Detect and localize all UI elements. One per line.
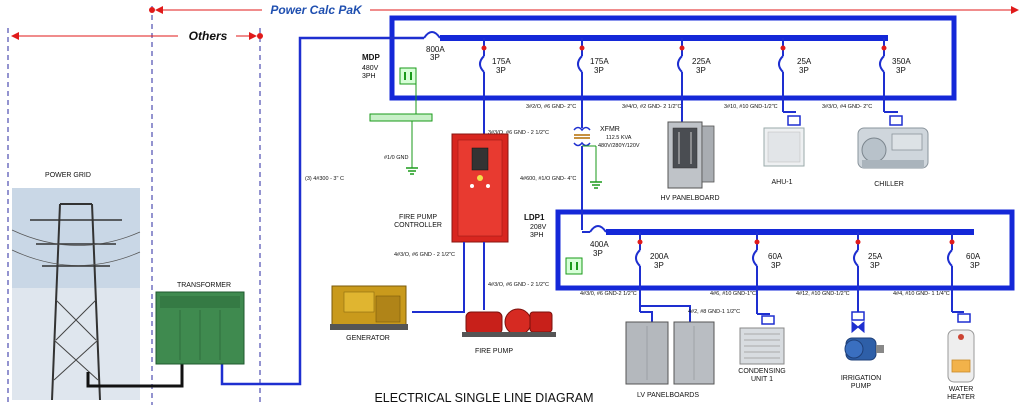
ldp1-breaker-4[interactable] [947,232,971,323]
ldp1-breaker-2-cable: 4#6, #10 GND-1"C [710,291,756,297]
ldp1-main-breaker[interactable] [589,225,607,233]
ahu-image[interactable] [763,127,805,167]
mdp-breaker-2[interactable] [577,38,585,128]
ldp1-breaker-2-poles: 3P [771,261,781,270]
mdp-breaker-2-cable: 3#2/O, #6 GND- 2"C [526,104,576,110]
mdp-breaker-3-poles: 3P [696,66,706,75]
mdp-phase: 3PH [362,73,376,80]
service-cable [220,36,424,386]
mdp-breaker-3-cable: 3#4/O, #2 GND- 2 1/2"C [622,104,681,110]
xfmr-name: XFMR [600,126,620,133]
irrigation-label-2: PUMP [851,383,872,390]
others-label: Others [189,29,228,43]
grid-cable [86,362,184,388]
generator-cable-label: 4#3/O, #6 GND - 2 1/2"C [394,252,455,258]
ldp1-breaker-4-cable: 4#4, #10 GND- 1 1/4"C [893,291,950,297]
mdp-voltage: 480V [362,65,379,72]
mdp-ground-label: #1/0 GND [384,155,408,161]
fire-pump-controller-image[interactable] [451,133,509,243]
power-grid-label: POWER GRID [45,172,91,179]
chiller-image[interactable] [857,127,929,169]
fire-pump-label: FIRE PUMP [475,348,513,355]
condensing-unit-image[interactable] [739,327,785,365]
ldp1-breaker-4-poles: 3P [970,261,980,270]
mdp-breaker-3[interactable] [677,38,685,122]
ldp1-breaker-2-amps: 60A [768,252,783,261]
lv-panelboards-label: LV PANELBOARDS [637,392,699,399]
ldp1-frame[interactable] [555,209,1015,291]
mdp-main-amps: 800A [426,45,445,54]
ldp1-breaker-4-amps: 60A [966,252,981,261]
generator-cable [412,242,465,313]
generator-label: GENERATOR [346,335,390,342]
ldp1-voltage: 208V [530,224,547,231]
mdp-main-poles: 3P [430,53,440,62]
ldp1-breaker-3-poles: 3P [870,261,880,270]
ldp1-main-amps: 400A [590,240,609,249]
xfmr-secondary-cable: 4#600, #1/O GND- 4"C [520,176,576,182]
irrigation-pump-image[interactable] [844,337,884,361]
mdp-breaker-2-poles: 3P [594,66,604,75]
ldp1-lv-cable: 4#2, #8 GND-1 1/2"C [688,309,740,315]
condensing-label-2: UNIT 1 [751,376,773,383]
transformer-image[interactable] [155,291,245,365]
mdp-frame[interactable] [389,15,957,101]
transformer-label: TRANSFORMER [177,282,231,289]
mdp-breaker-5-amps: 350A [892,57,911,66]
water-heater-label-2: HEATER [947,394,975,401]
water-heater-label-1: WATER [949,386,974,393]
diagram-title: ELECTRICAL SINGLE LINE DIAGRAM [374,391,593,405]
xfmr-ratio: 480V/280Y/120V [598,143,640,149]
generator-image[interactable] [330,285,408,330]
mdp-breaker-4-cable: 3#10, #10 GND-1/2"C [724,104,778,110]
hv-panelboard-image[interactable] [667,121,715,189]
mdp-breaker-1-poles: 3P [496,66,506,75]
mdp-breaker-2-amps: 175A [590,57,609,66]
mdp-ground-bar [369,113,433,122]
ldp1-breaker-3-amps: 25A [868,252,883,261]
power-grid-image[interactable] [11,188,141,401]
service-cable-label: (3) 4#300 - 3" C [305,176,344,182]
ldp1-breaker-2[interactable] [752,232,775,325]
mdp-breaker-1-cable: 3#3/O, #6 GND - 2 1/2"C [488,130,549,136]
mdp-ground-terminal [399,67,417,85]
mdp-breaker-4-amps: 25A [797,57,812,66]
ldp1-breaker-1-amps: 200A [650,252,669,261]
mdp-breaker-1-amps: 175A [492,57,511,66]
mdp-breaker-5-poles: 3P [896,66,906,75]
ldp1-breaker-3[interactable] [851,232,865,334]
ldp1-breaker-3-cable: 4#12, #10 GND-1/2"C [796,291,850,297]
condensing-label-1: CONDENSING [738,368,785,375]
mdp-breaker-4[interactable] [778,38,801,126]
ahu-label: AHU-1 [771,179,792,186]
mdp-breaker-5[interactable] [879,38,903,126]
mdp-breaker-3-amps: 225A [692,57,711,66]
ldp1-breaker-1-cable: 4#3/0, #6 GND-2 1/2"C [580,291,637,297]
ldp1-phase: 3PH [530,232,544,239]
fire-pump-image[interactable] [462,308,556,337]
fire-pump-cable-label: 4#3/O, #6 GND - 2 1/2"C [488,282,549,288]
water-heater-image[interactable] [947,329,975,383]
xfmr-symbol[interactable] [573,126,602,206]
xfmr-kva: 112.5 KVA [606,135,632,141]
mdp-breaker-4-poles: 3P [799,66,809,75]
chiller-label: CHILLER [874,181,904,188]
power-calc-label: Power Calc PaK [270,3,363,17]
fire-pump-controller-label-1: FIRE PUMP [399,214,437,221]
ldp1-breaker-1[interactable] [635,232,691,322]
ldp1-ground-terminal [565,257,583,275]
mdp-main-breaker[interactable] [423,31,441,39]
ldp1-name: LDP1 [524,213,545,222]
lv-panelboards-image[interactable] [625,321,715,385]
hv-panelboard-label: HV PANELBOARD [661,195,720,202]
fire-pump-controller-label-2: CONTROLLER [394,222,442,229]
mdp-name: MDP [362,53,380,62]
irrigation-label-1: IRRIGATION [841,375,881,382]
ldp1-main-poles: 3P [593,249,603,258]
mdp-breaker-5-cable: 3#3/O, #4 GND- 2"C [822,104,872,110]
ldp1-breaker-1-poles: 3P [654,261,664,270]
